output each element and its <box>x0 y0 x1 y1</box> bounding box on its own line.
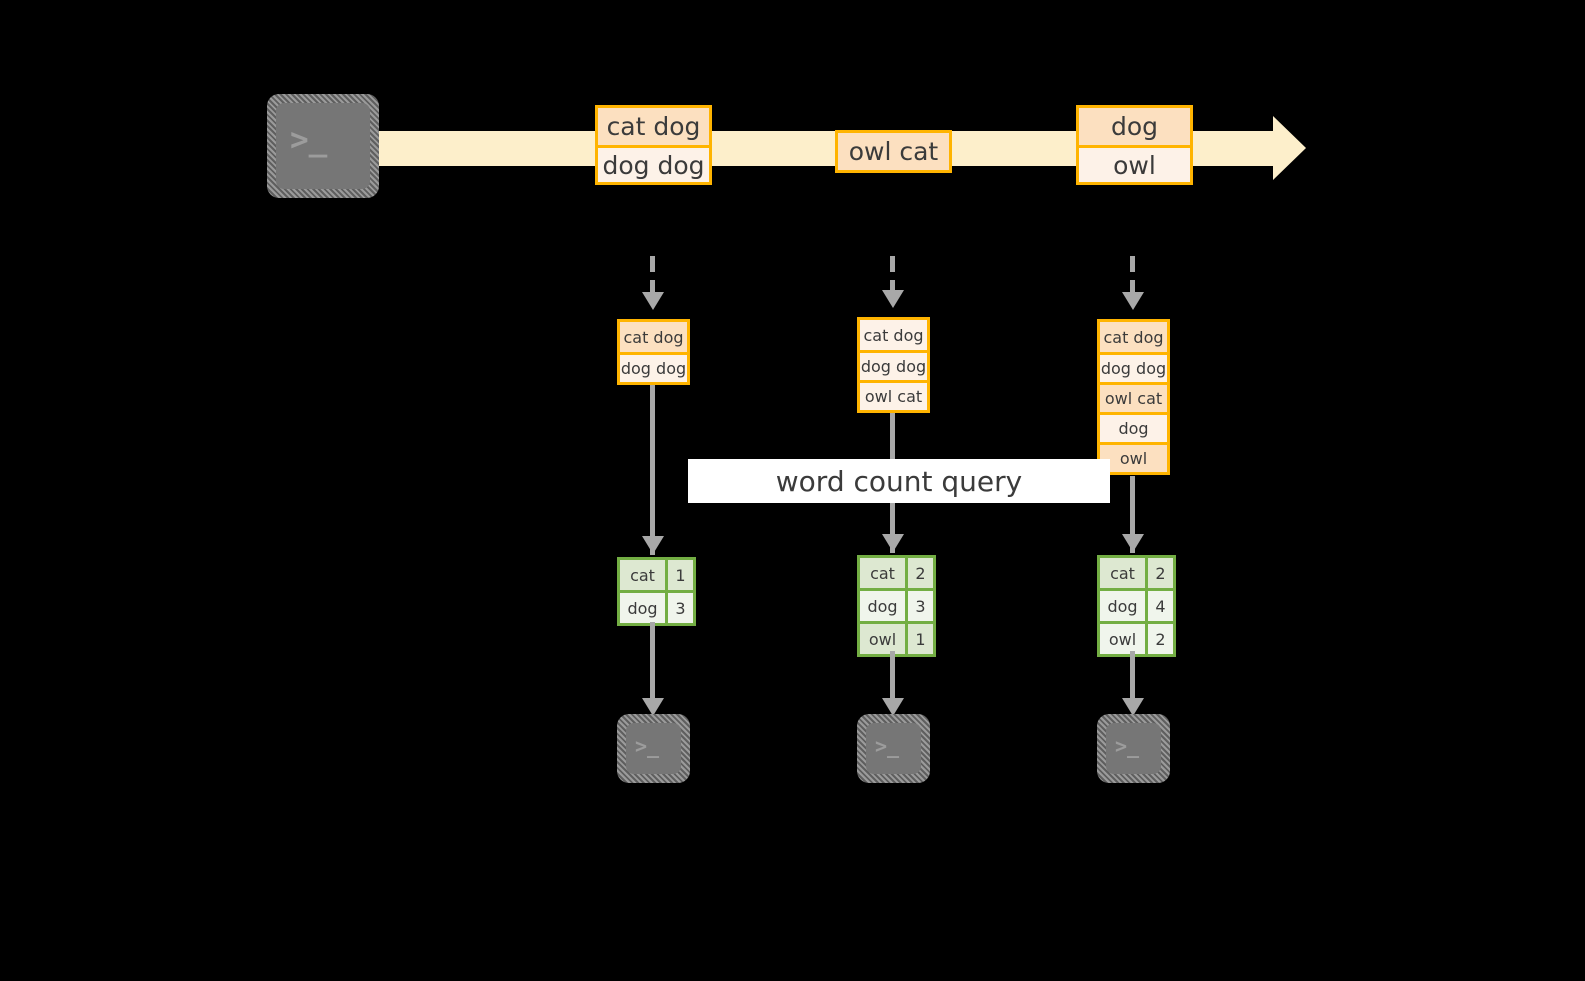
terminal-prompt-glyph: >_ <box>290 122 328 158</box>
input-row: dog <box>1100 412 1167 442</box>
stream-to-table-connector-1 <box>650 256 655 296</box>
terminal-prompt-glyph: >_ <box>1115 734 1140 758</box>
stream-record-line: cat dog <box>598 108 709 145</box>
sink-terminal-icon-1[interactable]: >_ <box>617 714 690 783</box>
result-to-sink-connector-2 <box>890 651 895 704</box>
stream-to-table-arrowhead-2 <box>882 290 904 308</box>
terminal-screen: >_ <box>866 723 921 774</box>
result-word: owl <box>860 624 905 654</box>
result-word: dog <box>1100 591 1145 621</box>
result-table-1: cat 1 dog 3 <box>617 557 696 626</box>
result-row: dog 4 <box>1100 588 1173 621</box>
result-count: 4 <box>1145 591 1173 621</box>
result-count: 1 <box>905 624 933 654</box>
query-label-text: word count query <box>775 464 1023 498</box>
result-table-3: cat 2 dog 4 owl 2 <box>1097 555 1176 657</box>
input-table-2: cat dog dog dog owl cat <box>857 317 930 413</box>
terminal-screen: >_ <box>276 103 370 189</box>
result-to-sink-connector-1 <box>650 622 655 704</box>
stream-to-table-arrowhead-1 <box>642 292 664 310</box>
result-to-sink-arrowhead-1 <box>642 698 664 716</box>
stream-record-line: dog dog <box>598 145 709 182</box>
result-count: 2 <box>905 558 933 588</box>
input-row: owl <box>1100 442 1167 472</box>
terminal-screen: >_ <box>1106 723 1161 774</box>
input-row: cat dog <box>620 322 687 352</box>
input-row: dog dog <box>1100 352 1167 382</box>
terminal-prompt-glyph: >_ <box>635 734 660 758</box>
query-arrowhead-1 <box>642 536 664 554</box>
result-row: owl 2 <box>1100 621 1173 654</box>
input-row: owl cat <box>1100 382 1167 412</box>
terminal-screen: >_ <box>626 723 681 774</box>
stream-to-table-arrowhead-3 <box>1122 292 1144 310</box>
terminal-prompt-glyph: >_ <box>875 734 900 758</box>
input-row: owl cat <box>860 380 927 410</box>
result-word: cat <box>620 560 665 590</box>
result-to-sink-connector-3 <box>1130 651 1135 704</box>
result-word: dog <box>620 593 665 623</box>
stream-to-table-connector-3 <box>1130 256 1135 296</box>
result-word: dog <box>860 591 905 621</box>
input-row: dog dog <box>620 352 687 382</box>
stream-to-table-connector-2 <box>890 256 895 294</box>
result-word: cat <box>860 558 905 588</box>
result-count: 3 <box>665 593 693 623</box>
result-row: cat 1 <box>620 560 693 590</box>
query-connector-3 <box>1130 476 1135 553</box>
result-word: cat <box>1100 558 1145 588</box>
sink-terminal-icon-2[interactable]: >_ <box>857 714 930 783</box>
result-row: cat 2 <box>1100 558 1173 588</box>
stream-record-line: dog <box>1079 108 1190 145</box>
result-row: dog 3 <box>620 590 693 623</box>
result-to-sink-arrowhead-2 <box>882 698 904 716</box>
result-row: dog 3 <box>860 588 933 621</box>
input-row: cat dog <box>1100 322 1167 352</box>
result-row: owl 1 <box>860 621 933 654</box>
query-label: word count query <box>688 459 1110 503</box>
stream-record-2: owl cat <box>835 130 952 173</box>
source-terminal-icon[interactable]: >_ <box>267 94 379 198</box>
result-word: owl <box>1100 624 1145 654</box>
result-to-sink-arrowhead-3 <box>1122 698 1144 716</box>
query-arrowhead-3 <box>1122 534 1144 552</box>
stream-record-line: owl <box>1079 145 1190 182</box>
stream-record-1: cat dog dog dog <box>595 105 712 185</box>
result-count: 2 <box>1145 558 1173 588</box>
stream-record-line: owl cat <box>838 133 949 170</box>
input-row: cat dog <box>860 320 927 350</box>
result-count: 3 <box>905 591 933 621</box>
sink-terminal-icon-3[interactable]: >_ <box>1097 714 1170 783</box>
stream-arrow-head <box>1273 116 1306 180</box>
query-arrowhead-2 <box>882 534 904 552</box>
query-connector-1 <box>650 385 655 555</box>
stream-record-3: dog owl <box>1076 105 1193 185</box>
result-table-2: cat 2 dog 3 owl 1 <box>857 555 936 657</box>
result-count: 1 <box>665 560 693 590</box>
input-table-3: cat dog dog dog owl cat dog owl <box>1097 319 1170 475</box>
result-count: 2 <box>1145 624 1173 654</box>
input-table-1: cat dog dog dog <box>617 319 690 385</box>
result-row: cat 2 <box>860 558 933 588</box>
input-row: dog dog <box>860 350 927 380</box>
